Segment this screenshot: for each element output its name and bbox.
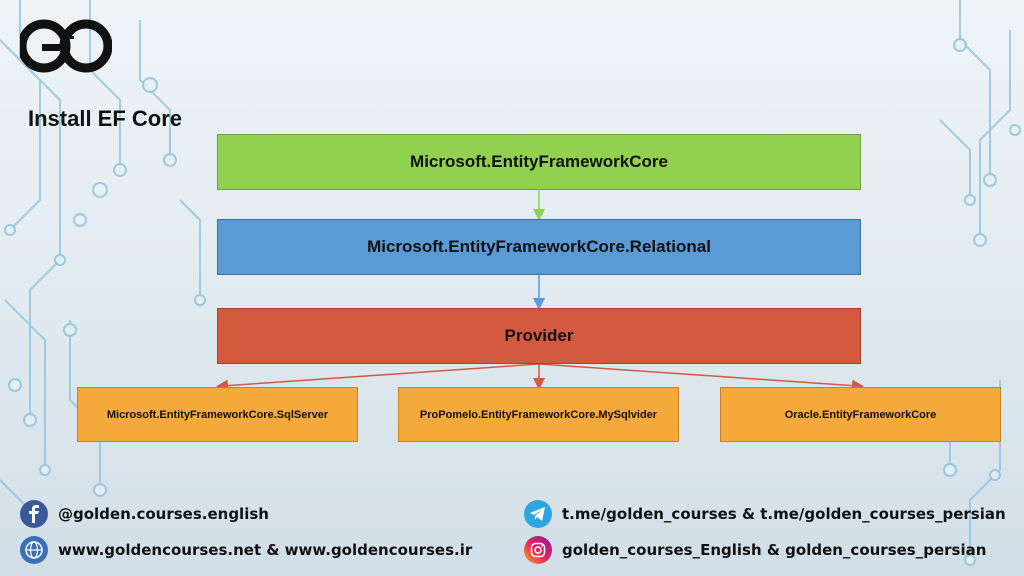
node-provider: Provider bbox=[217, 308, 861, 364]
instagram-handles: golden_courses_English & golden_courses_… bbox=[562, 541, 987, 559]
node-provider-mysql: ProPomelo.EntityFrameworkCore.MySqlvider bbox=[398, 387, 679, 442]
facebook-handle: @golden.courses.english bbox=[58, 505, 269, 523]
facebook-icon bbox=[20, 500, 48, 528]
footer-telegram[interactable]: t.me/golden_courses & t.me/golden_course… bbox=[524, 500, 1006, 528]
footer-instagram[interactable]: golden_courses_English & golden_courses_… bbox=[524, 536, 986, 564]
node-provider-oracle: Oracle.EntityFrameworkCore bbox=[720, 387, 1001, 442]
footer-website[interactable]: www.goldencourses.net & www.goldencourse… bbox=[20, 536, 472, 564]
slide-title: Install EF Core bbox=[28, 106, 183, 131]
website-links: www.goldencourses.net & www.goldencourse… bbox=[58, 541, 473, 559]
node-ef-core-relational: Microsoft.EntityFrameworkCore.Relational bbox=[217, 219, 861, 275]
telegram-links: t.me/golden_courses & t.me/golden_course… bbox=[562, 505, 1006, 523]
golden-courses-logo bbox=[20, 19, 112, 73]
footer-facebook[interactable]: @golden.courses.english bbox=[20, 500, 269, 528]
globe-icon bbox=[20, 536, 48, 564]
instagram-icon bbox=[524, 536, 552, 564]
node-provider-sqlserver: Microsoft.EntityFrameworkCore.SqlServer bbox=[77, 387, 358, 442]
telegram-icon bbox=[524, 500, 552, 528]
node-ef-core: Microsoft.EntityFrameworkCore bbox=[217, 134, 861, 190]
